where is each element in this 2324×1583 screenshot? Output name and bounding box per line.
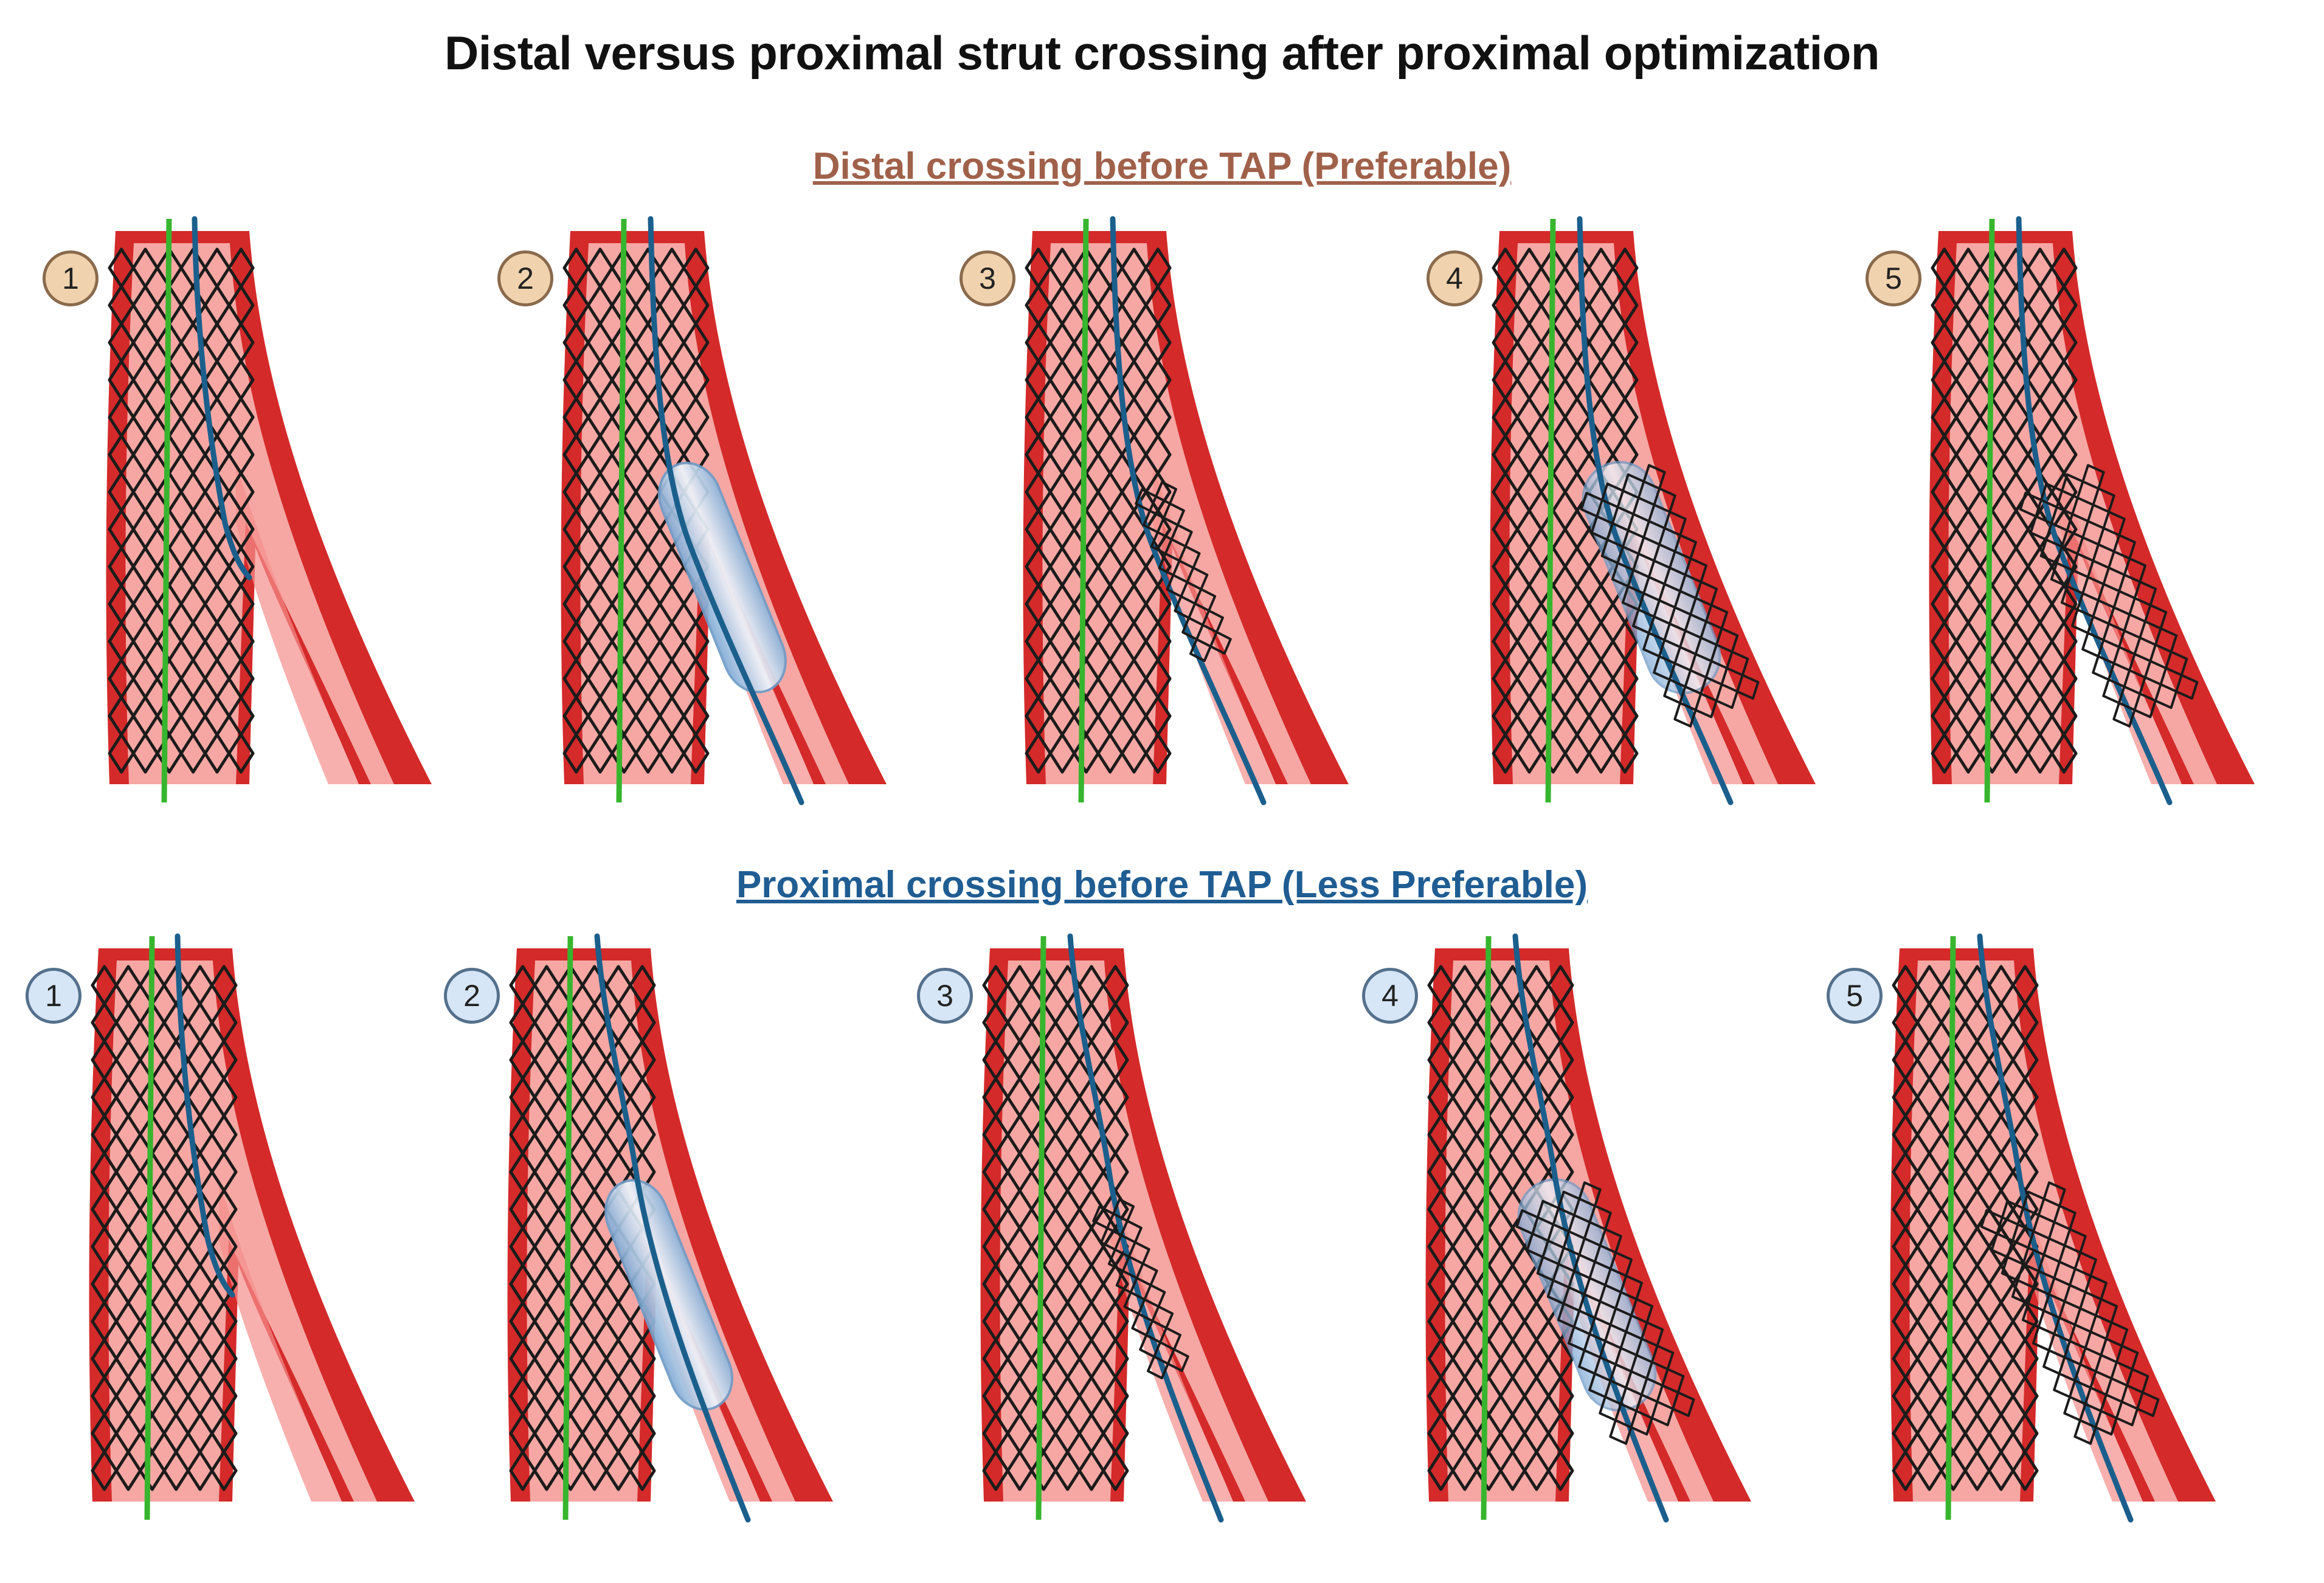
main-guidewire [562, 936, 573, 1520]
step-number-badge: 4 [1362, 968, 1418, 1024]
side-branch-guidewire [1577, 216, 1734, 805]
stent-strut-cells [91, 965, 238, 1491]
stent-strut-cells [1892, 965, 2039, 1491]
vessel-lumen [108, 960, 378, 1502]
row-distal-crossing: 1 2 3 4 5 [0, 207, 2324, 815]
bifurcation-diagram [1490, 216, 1816, 805]
bifurcation-diagram [1890, 933, 2216, 1523]
main-vessel-stent [562, 247, 710, 774]
bifurcation-diagram [1023, 216, 1349, 805]
step-number-badge: 2 [444, 968, 500, 1024]
step-panel: 1 [26, 924, 476, 1532]
vessel-lumen [1000, 960, 1268, 1502]
main-guidewire [616, 218, 627, 803]
side-branch-guidewire [175, 933, 235, 1298]
step-panel: 1 [43, 207, 493, 815]
step-panel: 2 [497, 207, 947, 815]
opened-side-struts [1135, 481, 1232, 662]
main-guidewire [1481, 936, 1492, 1520]
side-branch-guidewire [648, 216, 804, 805]
vessel-lumen [125, 243, 395, 784]
row-heading-proximal: Proximal crossing before TAP (Less Prefe… [736, 864, 1588, 906]
stent-strut-cells [562, 247, 710, 774]
side-branch-stent [1580, 464, 1760, 728]
step-panel: 2 [444, 924, 894, 1532]
step-number-badge: 4 [1427, 250, 1482, 306]
side-branch-guidewire [192, 216, 252, 581]
stent-strut-cells [2019, 464, 2199, 728]
stent-strut-cells [982, 965, 1129, 1491]
row-heading-distal: Distal crossing before TAP (Preferable) [812, 145, 1512, 187]
bifurcation-diagram [106, 216, 432, 803]
side-branch-stent [2019, 464, 2199, 728]
bifurcation-diagram [89, 933, 415, 1520]
main-guidewire [1945, 936, 1956, 1520]
main-guidewire [144, 936, 155, 1520]
main-guidewire [1078, 218, 1089, 803]
vessel-lumen [1948, 243, 2217, 784]
bifurcation-diagram [980, 933, 1306, 1523]
figure-title: Distal versus proximal strut crossing af… [444, 26, 1880, 80]
main-vessel-stent [1892, 965, 2039, 1491]
bifurcation-diagram [1425, 933, 1751, 1523]
main-guidewire [1984, 218, 1995, 803]
stent-strut-cells [1931, 247, 2078, 774]
bifurcation-diagram [507, 933, 833, 1523]
side-branch-guidewire [1977, 933, 2134, 1523]
stent-strut-cells [1092, 1198, 1189, 1379]
balloon [658, 461, 787, 694]
row-proximal-crossing: 1 2 3 4 5 [0, 924, 2324, 1532]
stent-strut-cells [108, 247, 255, 774]
step-panel: 3 [960, 207, 1409, 815]
step-number-badge: 5 [1827, 968, 1883, 1024]
stent-strut-cells [1135, 481, 1232, 662]
step-panel: 3 [917, 924, 1367, 1532]
main-guidewire [1036, 936, 1046, 1520]
step-panel: 5 [1827, 924, 2277, 1532]
side-branch-stent [1980, 1181, 2160, 1445]
main-vessel-stent [509, 965, 656, 1491]
main-vessel-stent [91, 965, 238, 1491]
bifurcation-diagram [1929, 216, 2255, 805]
step-number-badge: 1 [26, 968, 81, 1024]
main-vessel-stent [1931, 247, 2078, 774]
balloon [604, 1179, 733, 1411]
stent-strut-cells [1025, 247, 1172, 774]
step-number-badge: 1 [43, 250, 99, 306]
main-guidewire [161, 218, 172, 803]
stent-strut-cells [1515, 1181, 1695, 1445]
balloon-catheter [604, 1179, 733, 1411]
step-number-badge: 2 [497, 250, 553, 306]
step-number-badge: 3 [917, 968, 973, 1024]
vessel-lumen [1909, 960, 2178, 1502]
stent-strut-cells [1580, 464, 1760, 728]
main-vessel-stent [982, 965, 1129, 1491]
step-number-badge: 5 [1866, 250, 1921, 306]
balloon-catheter [658, 461, 787, 694]
side-branch-stent [1515, 1181, 1695, 1445]
main-guidewire [1545, 218, 1556, 803]
step-number-badge: 3 [960, 250, 1015, 306]
main-vessel-stent [1025, 247, 1172, 774]
side-branch-guidewire [1512, 933, 1669, 1523]
stent-strut-cells [509, 965, 656, 1491]
side-branch-guidewire [1067, 933, 1224, 1523]
side-branch-guidewire [2016, 216, 2173, 805]
side-branch-guidewire [594, 933, 751, 1523]
main-vessel-stent [108, 247, 255, 774]
opened-side-struts [1092, 1198, 1189, 1379]
stent-strut-cells [1980, 1181, 2160, 1445]
step-panel: 4 [1427, 207, 1876, 815]
step-panel: 4 [1362, 924, 1812, 1532]
step-panel: 5 [1866, 207, 2315, 815]
vessel-lumen [1042, 243, 1311, 784]
bifurcation-diagram [561, 216, 887, 805]
